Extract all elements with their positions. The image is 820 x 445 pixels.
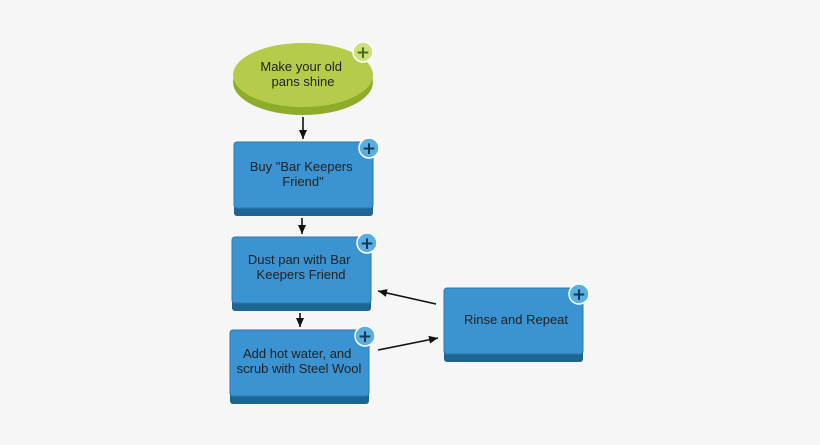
start-node-label-line-1: Make your old [260,59,342,74]
step-1-label-line-1: Buy "Bar Keepers [250,159,353,174]
start-node[interactable]: Make your old pans shine [233,43,373,115]
step-node-add-hot-water[interactable]: Add hot water, and scrub with Steel Wool [229,329,370,404]
step-node-shape [229,329,370,397]
step-2-label-line-1: Dust pan with Bar [248,252,351,267]
add-start-badge [352,41,374,63]
add-step-badge [354,325,376,347]
step-node-label: Add hot water, and scrub with Steel Wool [237,346,362,376]
add-step-1-child-button[interactable]: + [358,137,380,159]
step-node-shape [443,287,584,355]
connector-add-water-to-rinse [377,335,439,351]
step-node-shape [233,141,374,209]
start-node-label: Make your old pans shine [260,59,345,89]
add-step-2-child-button[interactable]: + [356,232,378,254]
step-node-label: Buy "Bar Keepers Friend" [250,159,357,189]
add-step-3-child-button[interactable]: + [354,325,376,347]
add-start-child-button[interactable]: + [352,41,374,63]
step-node-shape [231,236,372,304]
plus-icon: + [362,139,376,159]
add-step-4-child-button[interactable]: + [568,283,590,305]
add-step-badge [358,137,380,159]
step-3-label-line-1: Add hot water, and [243,346,351,361]
connector-rinse-to-dust [377,289,437,305]
plus-icon: + [356,43,370,63]
step-node-label: Rinse and Repeat [464,312,568,327]
step-1-label-line-2: Friend" [282,174,324,189]
step-node-dust-pan[interactable]: Dust pan with Bar Keepers Friend [231,236,372,311]
step-2-label-line-2: Keepers Friend [257,267,346,282]
plus-icon: + [358,327,372,347]
plus-icon: + [572,285,586,305]
plus-icon: + [360,234,374,254]
add-step-badge [568,283,590,305]
step-3-label-line-2: scrub with Steel Wool [237,361,362,376]
step-node-label: Dust pan with Bar Keepers Friend [248,252,354,282]
start-node-shape [233,43,373,107]
step-node-buy-bar-keepers[interactable]: Buy "Bar Keepers Friend" [233,141,374,216]
start-node-label-line-2: pans shine [272,74,335,89]
step-4-label-line-1: Rinse and Repeat [464,312,568,327]
add-step-badge [356,232,378,254]
step-node-rinse-repeat[interactable]: Rinse and Repeat [443,287,584,362]
